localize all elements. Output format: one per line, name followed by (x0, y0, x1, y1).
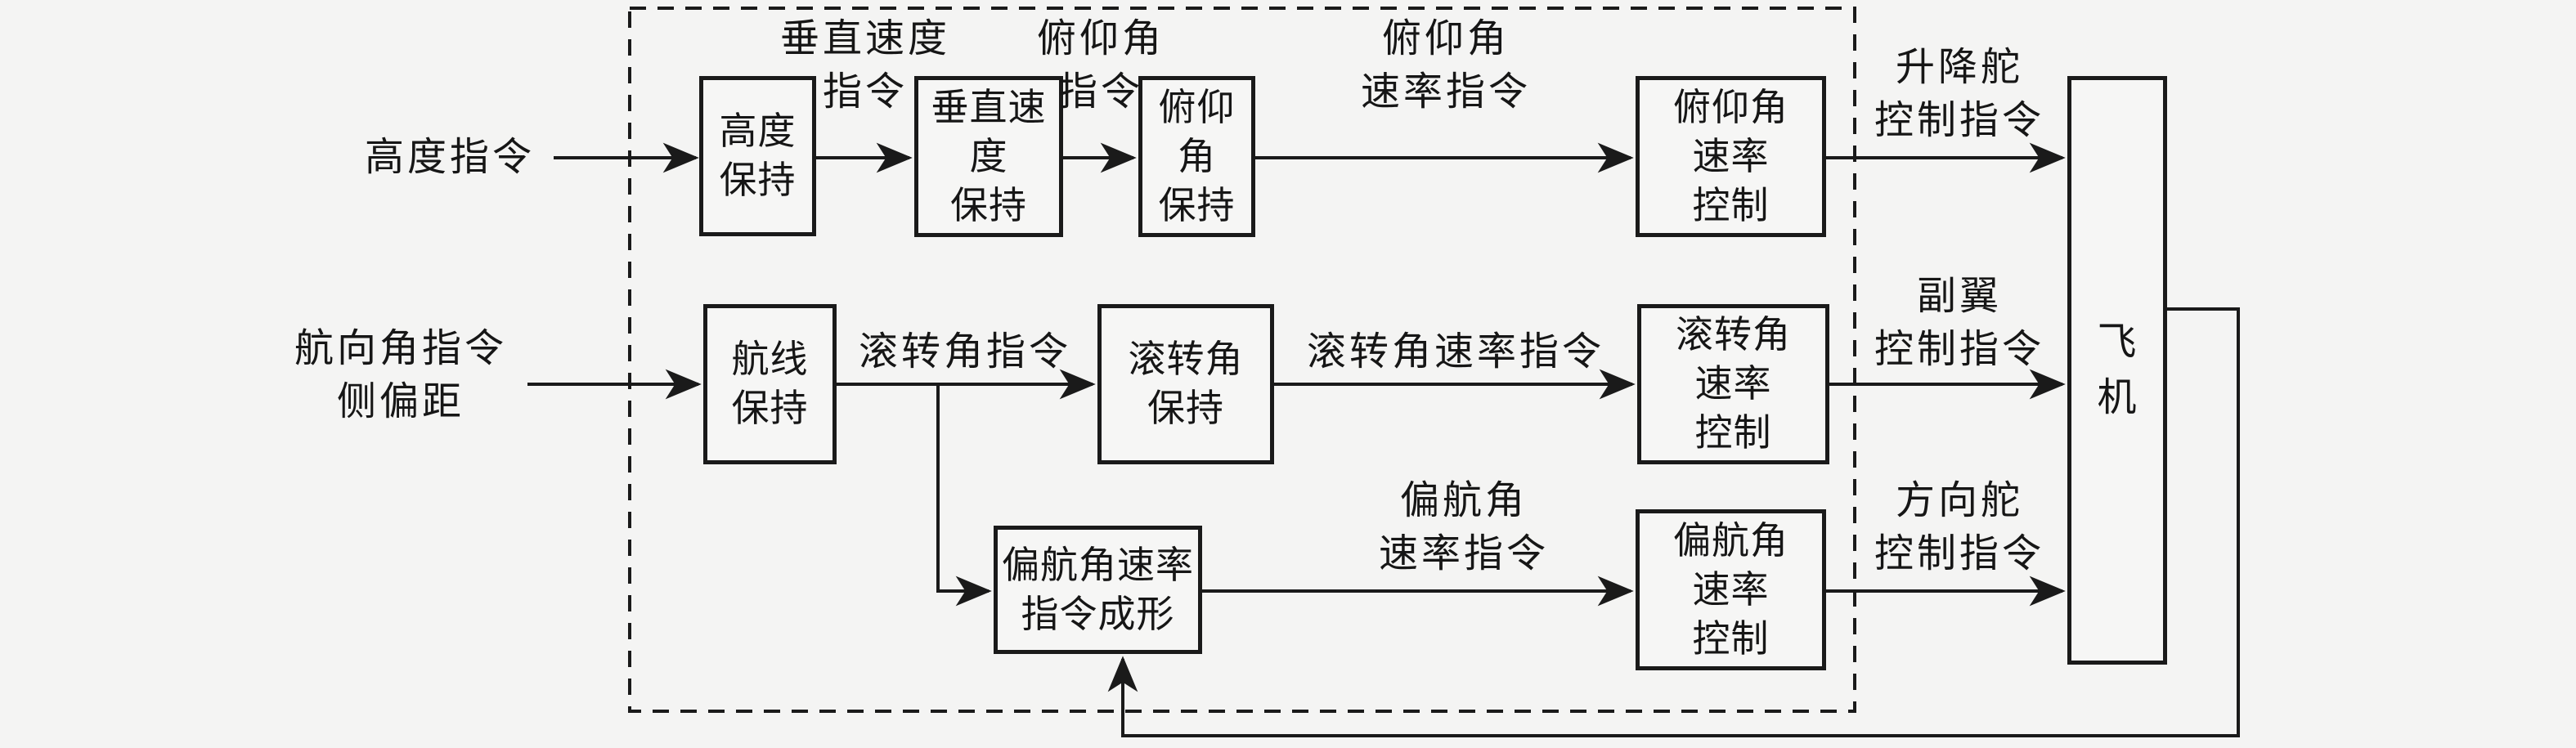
label-heading-command: 航向角指令 侧偏距 (294, 327, 508, 423)
block-aircraft-label: 飞 机 (2097, 320, 2138, 419)
block-altitude-hold: 高度 保持 (699, 76, 816, 236)
block-route-hold: 航线 保持 (703, 304, 837, 464)
block-vertical-speed-hold-label: 垂直速度 保持 (931, 86, 1047, 226)
block-route-hold-label: 航线 保持 (731, 338, 809, 429)
label-altitude-command: 高度指令 (364, 136, 536, 179)
label-elevator-control-command: 升降舵 控制指令 (1874, 46, 2045, 142)
block-yaw-rate-control: 偏航角 速率 控制 (1636, 509, 1826, 670)
label-roll-rate-command: 滚转角速率指令 (1306, 330, 1605, 374)
label-roll-angle-command: 滚转角指令 (858, 330, 1072, 374)
label-aileron-control-command: 副翼 控制指令 (1874, 275, 2045, 371)
label-vertical-speed-command: 垂直速度 指令 (779, 17, 951, 114)
block-roll-rate-control-label: 滚转角 速率 控制 (1676, 314, 1791, 454)
autopilot-dashed-boundary (628, 7, 1856, 713)
block-roll-angle-hold: 滚转角 保持 (1097, 304, 1274, 464)
block-pitch-angle-hold: 俯仰角 保持 (1138, 76, 1255, 237)
label-yaw-rate-command: 偏航角 速率指令 (1378, 479, 1550, 576)
label-pitch-angle-command: 俯仰角 指令 (1036, 17, 1165, 114)
block-pitch-angle-hold-label: 俯仰角 保持 (1158, 86, 1236, 226)
wire-aircraft-feedback (1107, 307, 2240, 737)
block-altitude-hold-label: 高度 保持 (719, 110, 797, 201)
block-yaw-rate-command-shaping-label: 偏航角速率 指令成形 (1002, 544, 1194, 635)
block-vertical-speed-hold: 垂直速度 保持 (914, 76, 1063, 237)
block-aircraft: 飞 机 (2067, 76, 2167, 665)
wire-roll-cmd-branch (936, 384, 992, 607)
block-pitch-rate-control: 俯仰角 速率 控制 (1636, 76, 1826, 237)
label-rudder-control-command: 方向舵 控制指令 (1874, 479, 2045, 576)
block-roll-angle-hold-label: 滚转角 保持 (1128, 338, 1244, 429)
block-roll-rate-control: 滚转角 速率 控制 (1637, 304, 1829, 464)
block-pitch-rate-control-label: 俯仰角 速率 控制 (1673, 86, 1788, 226)
block-yaw-rate-command-shaping: 偏航角速率 指令成形 (994, 526, 1202, 654)
label-pitch-rate-command: 俯仰角 速率指令 (1360, 17, 1532, 114)
block-yaw-rate-control-label: 偏航角 速率 控制 (1673, 519, 1788, 660)
